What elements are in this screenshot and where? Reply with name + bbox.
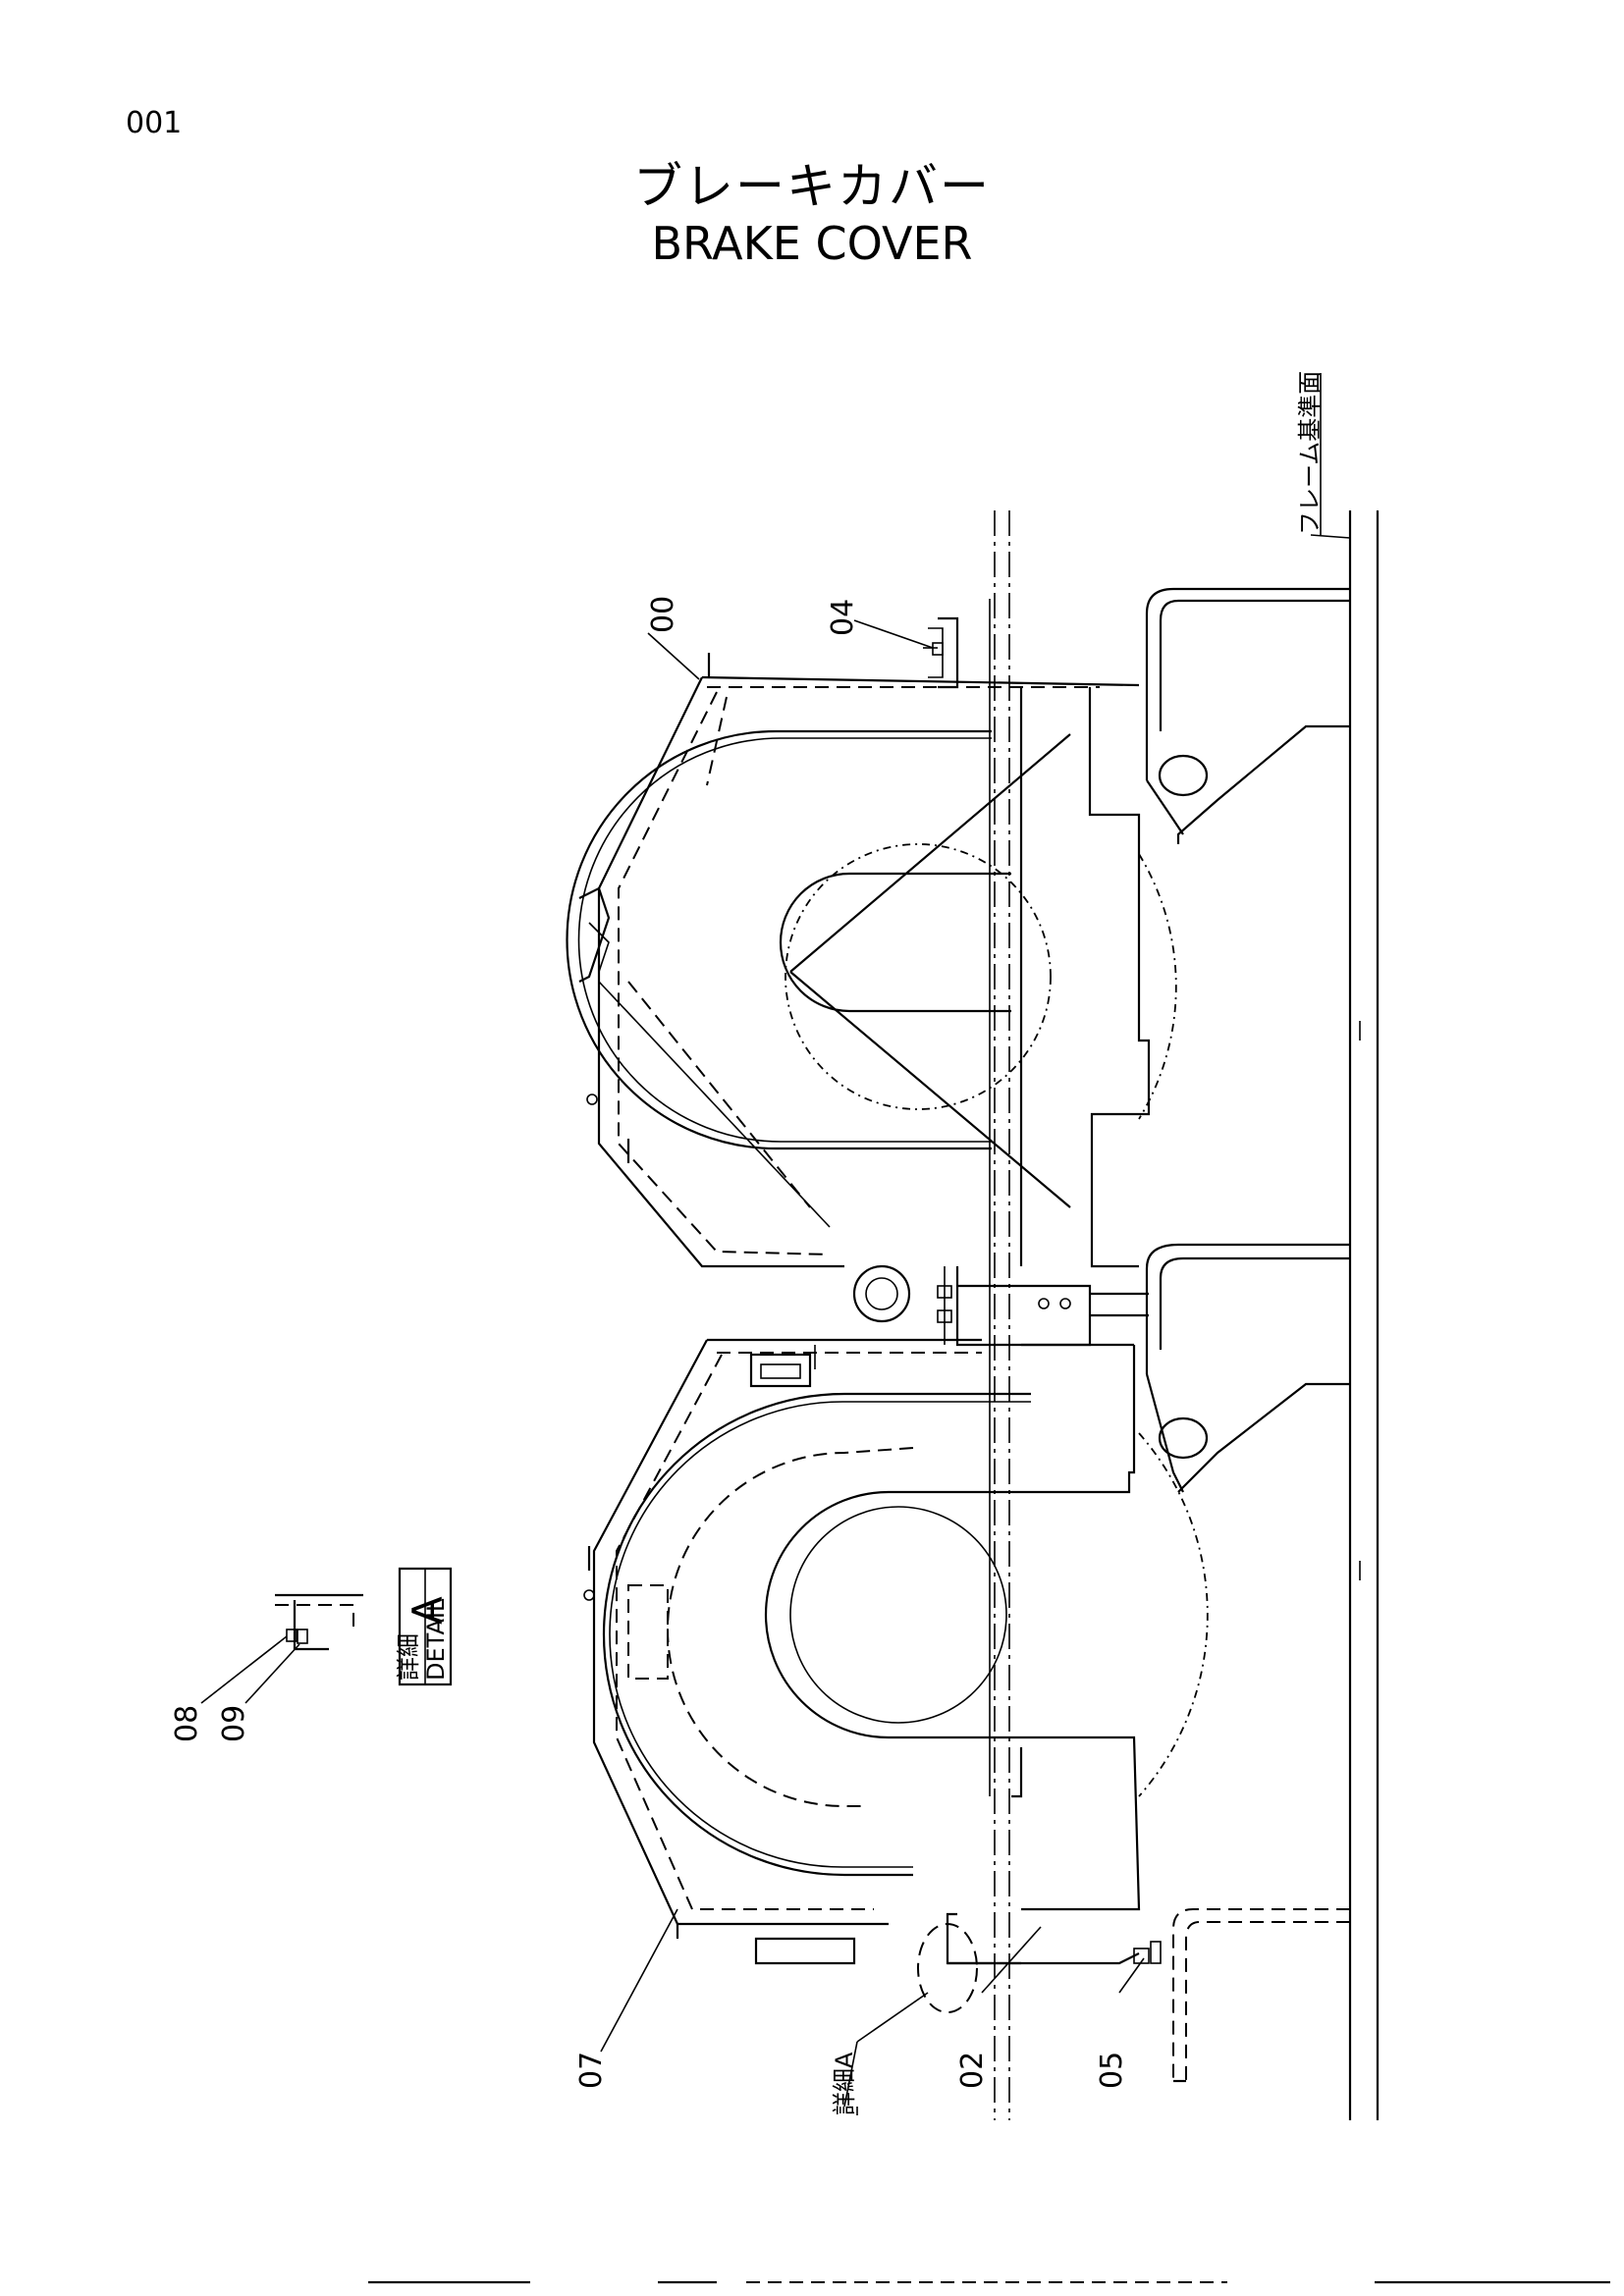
- detail-a-sketch: [275, 1593, 363, 1651]
- lower-clamps: [917, 1912, 1162, 2013]
- part-label-00: 00: [646, 596, 680, 633]
- part-label-04: 04: [826, 599, 860, 636]
- detail-label-ja: 詳細: [395, 1633, 422, 1681]
- part-label-08: 08: [170, 1705, 204, 1742]
- part-label-07: 07: [574, 2052, 609, 2089]
- title-english: BRAKE COVER: [651, 217, 973, 270]
- part-label-02: 02: [955, 2052, 990, 2089]
- title-japanese: ブレーキカバー: [633, 158, 991, 215]
- link-plate: [852, 1264, 1149, 1347]
- page-number: 001: [126, 106, 183, 140]
- detail-letter: A: [404, 1596, 452, 1625]
- centre-lines: [989, 510, 1010, 2120]
- detail-callout-label: 詳細A: [831, 2052, 858, 2115]
- part-label-05: 05: [1095, 2052, 1129, 2089]
- part-label-09: 09: [217, 1705, 251, 1742]
- title-block: ブレーキカバー BRAKE COVER: [0, 157, 1624, 271]
- upper-brake-cover: [566, 653, 1177, 1268]
- detail-a-box: 詳細 DETAIL A: [395, 1567, 453, 1686]
- bracket-04: [923, 616, 959, 689]
- frame-reference-label: フレーム基準面: [1296, 371, 1324, 535]
- detail-label-en: DETAIL: [422, 1598, 450, 1681]
- leader-lines: [200, 373, 1351, 2108]
- lower-brake-cover: [583, 1338, 1209, 1965]
- frame-structure: [1145, 510, 1380, 2120]
